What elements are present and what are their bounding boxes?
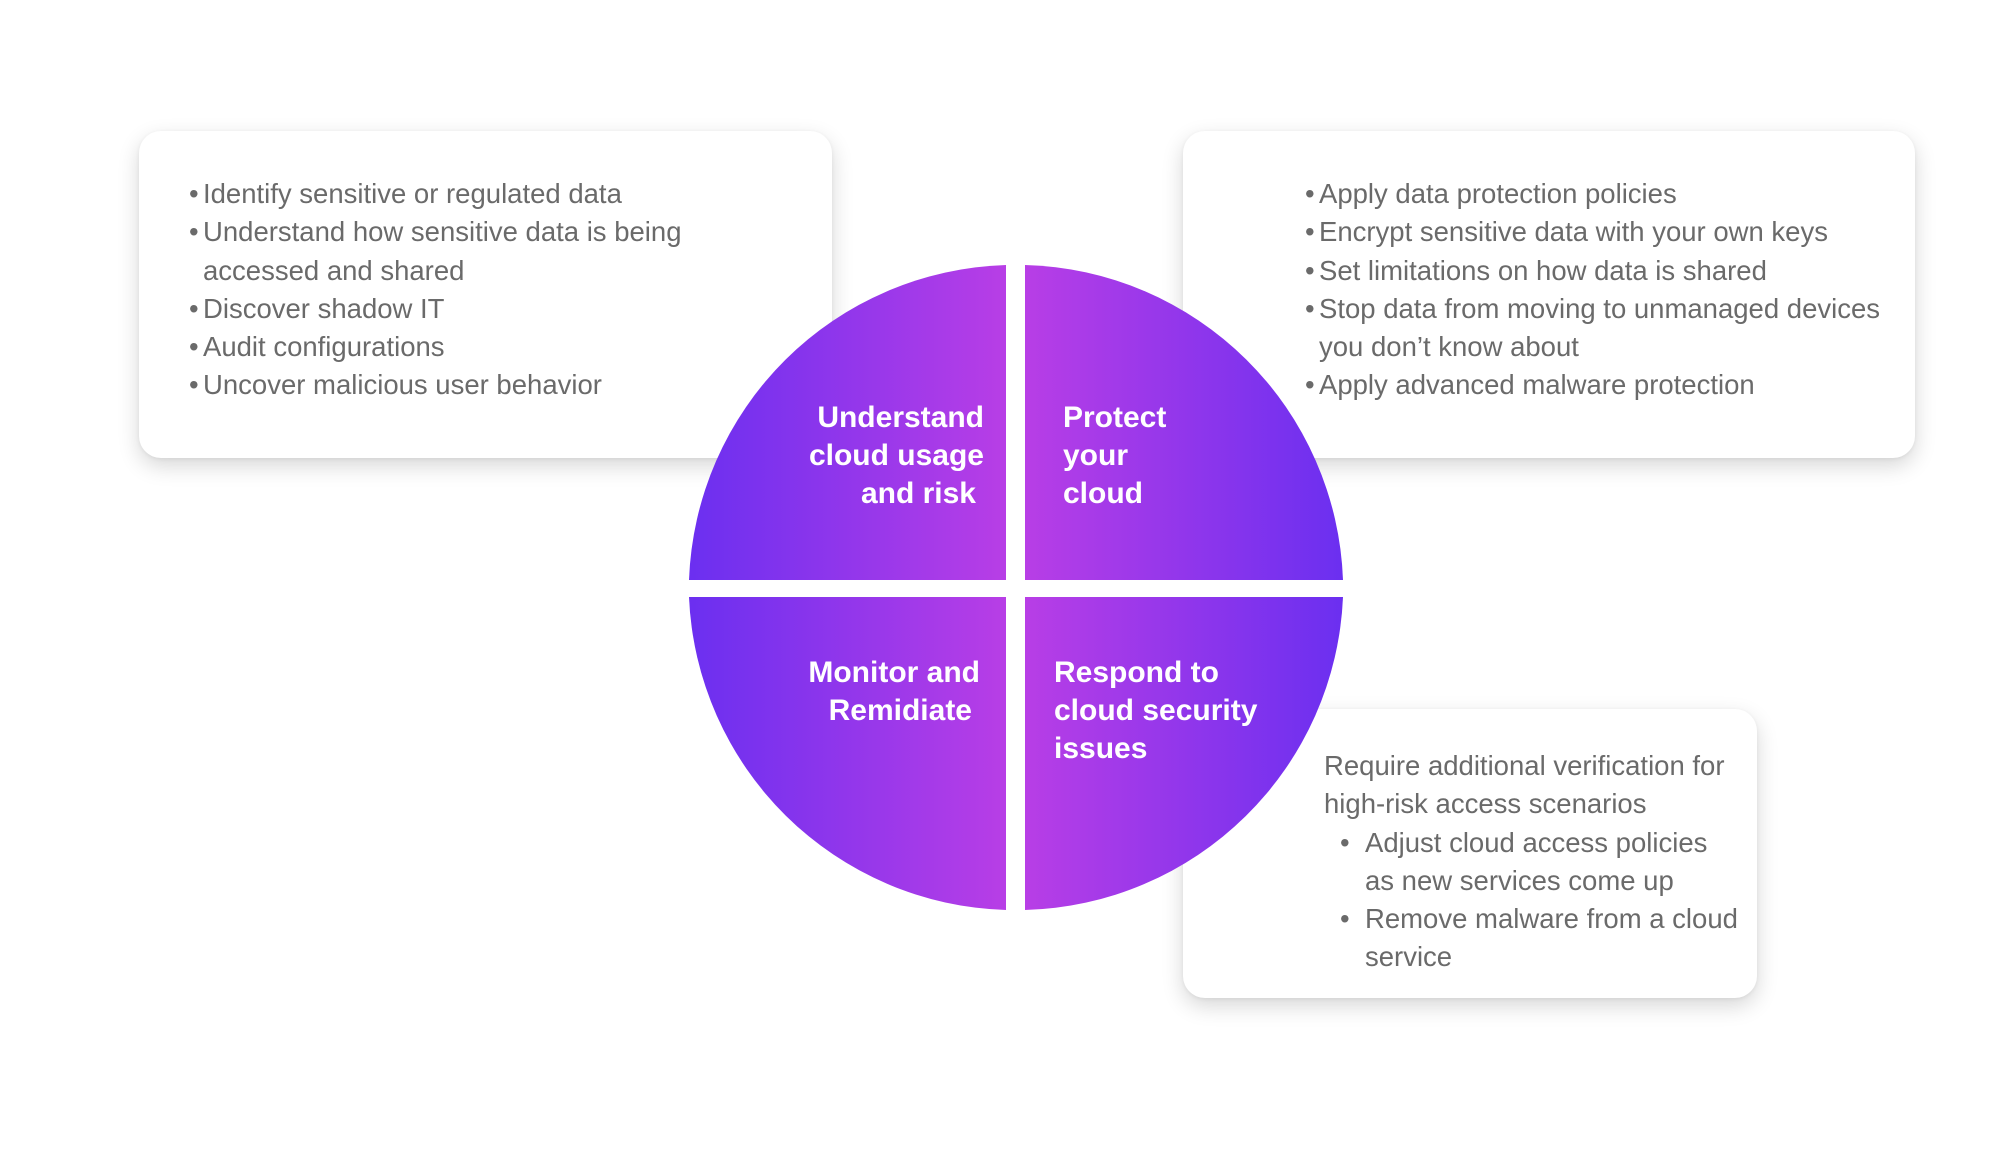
list-item: Identify sensitive or regulated data	[189, 175, 749, 214]
list-item: Audit configurations	[189, 328, 749, 367]
list-item: Encrypt sensitive data with your own key…	[1305, 213, 1905, 252]
respond-intro-text: Require additional verification for high…	[1324, 750, 1725, 820]
list-item: Apply data protection policies	[1305, 175, 1905, 214]
label-line: Protect	[1063, 401, 1167, 434]
understand-bullet-list: Identify sensitive or regulated data Und…	[189, 175, 749, 405]
quadrant-monitor	[689, 597, 1006, 910]
list-item: Apply advanced malware protection	[1305, 366, 1905, 405]
quadrant-understand	[689, 265, 1006, 580]
label-line: and risk	[860, 477, 976, 510]
respond-bullet-list: Adjust cloud access policies as new serv…	[1324, 824, 1744, 977]
quadrant-understand-label: Understand cloud usage and risk	[760, 399, 984, 513]
protect-bullet-list: Apply data protection policies Encrypt s…	[1305, 175, 1905, 405]
list-item: Discover shadow IT	[189, 290, 749, 329]
label-line: cloud security	[1054, 694, 1258, 727]
quadrant-monitor-label: Monitor and Remidiate	[760, 654, 980, 730]
quadrant-protect	[1025, 265, 1343, 580]
label-line: Monitor and	[808, 656, 980, 689]
label-line: Understand	[817, 401, 984, 434]
label-line: Respond to	[1054, 656, 1219, 689]
label-line: Remidiate	[828, 694, 972, 727]
quadrant-respond-label: Respond to cloud security issues	[1054, 654, 1304, 768]
label-line: issues	[1054, 732, 1148, 765]
label-line: your	[1063, 439, 1129, 472]
list-item: Stop data from moving to unmanaged devic…	[1305, 290, 1905, 367]
list-item: Set limitations on how data is shared	[1305, 252, 1905, 291]
list-item: Adjust cloud access policies as new serv…	[1324, 824, 1744, 901]
list-item: Uncover malicious user behavior	[189, 366, 749, 405]
label-line: cloud usage	[808, 439, 984, 472]
quadrant-protect-label: Protect your cloud	[1063, 399, 1283, 513]
list-item: Remove malware from a cloud service	[1324, 900, 1744, 977]
list-item: Understand how sensitive data is being a…	[189, 213, 749, 290]
quadrant-respond	[1025, 597, 1343, 910]
label-line: cloud	[1063, 477, 1143, 510]
respond-card-content: Require additional verification for high…	[1324, 747, 1744, 977]
